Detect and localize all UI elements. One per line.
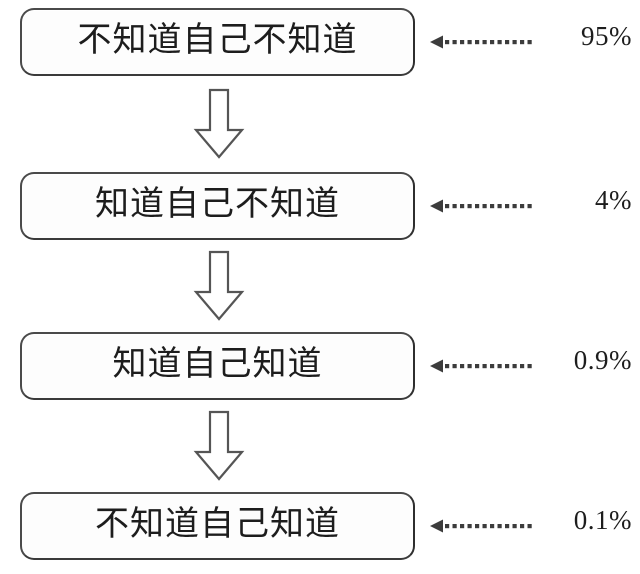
- dotted-left-arrow-icon-2: [430, 198, 534, 214]
- dotted-left-arrow-icon-1: [430, 34, 534, 50]
- stage-percent-3: 0.9%: [573, 345, 632, 375]
- stage-row-4: 不知道自己知道: [0, 492, 640, 562]
- dotted-left-arrow-icon-4: [430, 518, 534, 534]
- stage-box-4[interactable]: 不知道自己知道: [20, 492, 415, 560]
- stage-box-2[interactable]: 知道自己不知道: [20, 172, 415, 240]
- stage-percent-1: 95%: [581, 21, 632, 51]
- block-down-arrow-icon-1: [193, 88, 245, 160]
- block-down-arrow-icon-2: [193, 250, 245, 322]
- stage-row-2: 知道自己不知道: [0, 172, 640, 242]
- stage-percent-2: 4%: [595, 185, 632, 215]
- stage-box-1[interactable]: 不知道自己不知道: [20, 8, 415, 76]
- stage-label-2: 知道自己不知道: [95, 186, 340, 223]
- stage-label-3: 知道自己知道: [112, 346, 323, 383]
- block-down-arrow-icon-3: [193, 410, 245, 482]
- stage-percent-4: 0.1%: [573, 505, 632, 535]
- stage-row-3: 知道自己知道 0: [0, 332, 640, 402]
- stage-box-3[interactable]: 知道自己知道: [20, 332, 415, 400]
- dotted-left-arrow-icon-3: [430, 358, 534, 374]
- stage-label-4: 不知道自己知道: [95, 506, 340, 543]
- stage-label-1: 不知道自己不知道: [77, 22, 358, 59]
- stage-row-1: 不知道自己不知道: [0, 8, 640, 78]
